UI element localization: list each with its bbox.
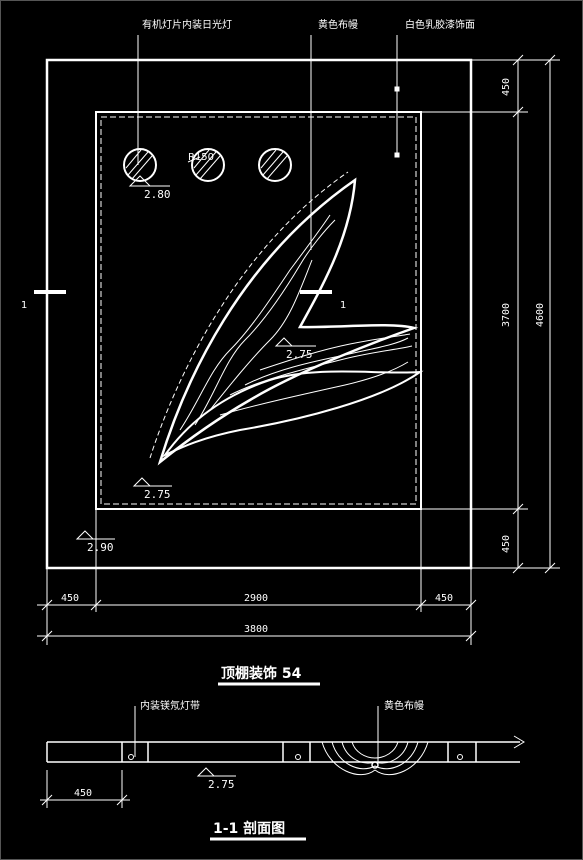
round-light-3 (258, 148, 292, 182)
outer-ceiling-outline (45, 58, 473, 570)
plan-title: 顶棚装饰 54 (221, 665, 302, 682)
elev-mark-inner (132, 477, 152, 487)
elev-section: 2.75 (208, 778, 235, 791)
elev-outer: 2.90 (87, 541, 114, 554)
dim-right-bottom: 450 (501, 535, 512, 553)
section-mark-left: 1 (21, 300, 27, 311)
label-radius: R150 (188, 152, 214, 163)
dim-bottom-mid: 2900 (244, 593, 268, 604)
dim-right-mid: 3700 (501, 303, 512, 327)
round-light-2 (191, 148, 225, 182)
dim-right-top: 450 (501, 78, 512, 96)
dim-bottom-total: 3800 (244, 624, 268, 635)
dim-section-left: 450 (74, 788, 92, 799)
leader-dot-2 (394, 152, 400, 158)
label-yellow-fabric-2: 黄色布幔 (384, 699, 424, 712)
elev-light: 2.80 (144, 188, 171, 201)
elev-inner: 2.75 (144, 488, 171, 501)
right-dimensions (421, 54, 560, 574)
label-yellow-fabric: 黄色布幔 (318, 18, 358, 31)
inner-ceiling-outline (95, 111, 422, 510)
elev-mark-section (196, 767, 216, 777)
strip-light-left (128, 754, 134, 760)
dim-right-total: 4600 (535, 303, 546, 327)
elev-leaf: 2.75 (286, 348, 313, 361)
inner-light-strip (100, 116, 417, 505)
bottom-dimensions (37, 509, 477, 645)
dim-bottom-right: 450 (435, 593, 453, 604)
radius-leader (187, 156, 201, 163)
dim-bottom-left: 450 (61, 593, 79, 604)
section-drawing (46, 735, 525, 776)
elev-mark-leaf (274, 337, 294, 347)
leaf-motif (149, 171, 424, 466)
strip-light-right (457, 754, 463, 760)
section-mark-right: 1 (340, 300, 346, 311)
section-dimension (40, 770, 130, 808)
section-title: 1-1 剖面图 (213, 820, 285, 837)
label-light-fixture: 有机灯片内装日光灯 (142, 18, 232, 31)
elev-mark-outer (75, 530, 95, 540)
strip-light-mid (295, 754, 301, 760)
label-white-paint: 白色乳胶漆饰面 (405, 18, 475, 31)
leader-dot-1 (394, 86, 400, 92)
label-strip-light: 内装镁氖灯带 (140, 699, 200, 712)
